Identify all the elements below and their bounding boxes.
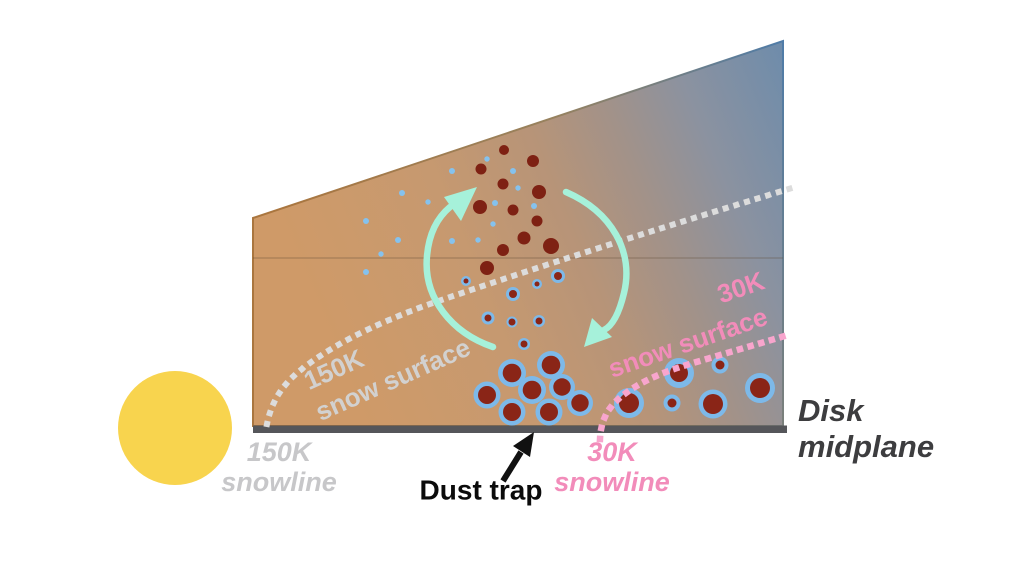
downward-arrowhead-icon	[584, 318, 612, 347]
gas-ice-dots	[363, 156, 537, 275]
outer-icy-pebbles	[614, 356, 775, 419]
label-150k-snowline: 150K snowline	[221, 437, 337, 497]
dust-particles	[473, 145, 559, 275]
label-30k-snowline: 30K snowline	[554, 437, 670, 497]
label-150k-snowline-line1: 150K	[246, 437, 312, 467]
label-disk-midplane-line2: midplane	[798, 429, 935, 464]
circulation-arrows	[423, 187, 630, 351]
downward-arrow	[562, 188, 630, 334]
snow-surface-150k-dotted-line	[263, 184, 796, 428]
label-150k-snowline-line2: snowline	[221, 467, 337, 497]
label-disk-midplane: Disk midplane	[798, 393, 934, 465]
label-disk-midplane-line1: Disk	[798, 393, 864, 428]
label-dust-trap: Dust trap	[419, 474, 543, 506]
label-30k-snowline-line1: 30K	[587, 437, 637, 467]
dust-trap-arrow	[500, 432, 534, 483]
snow-surface-30k-dotted-line	[596, 330, 793, 443]
label-30k-snowline-line2: snowline	[554, 467, 670, 497]
dust-trap-pebble-cluster	[473, 351, 593, 426]
falling-icy-pebbles	[461, 269, 565, 350]
midplane-bar	[253, 425, 787, 433]
central-star	[118, 371, 232, 485]
upward-arrowhead-icon	[444, 187, 477, 221]
upward-arrow	[423, 203, 497, 351]
